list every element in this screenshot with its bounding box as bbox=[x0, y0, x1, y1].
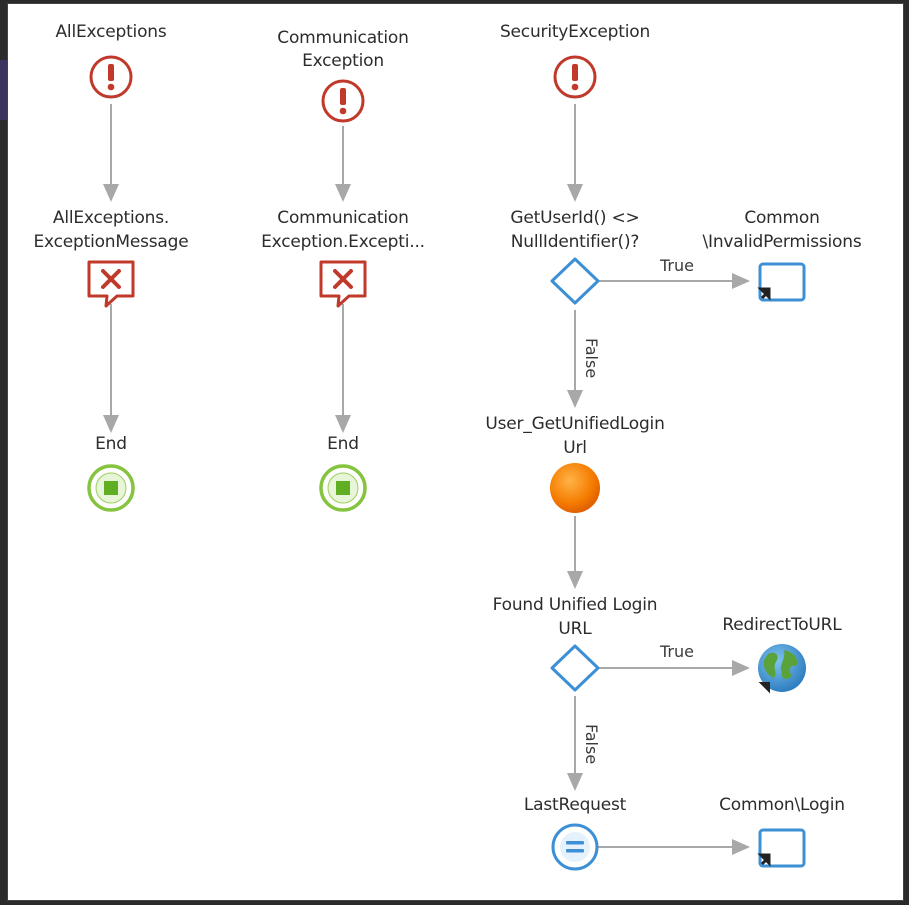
end-label: End bbox=[327, 434, 359, 454]
edge-label-true: True bbox=[660, 256, 694, 275]
raise-message-icon[interactable] bbox=[319, 260, 367, 308]
handler-label-line1: AllExceptions. bbox=[52, 208, 170, 228]
flow-connectors bbox=[87, 55, 806, 871]
start-label-line1: Communication bbox=[277, 28, 409, 48]
action-label-line1: User_GetUnifiedLogin bbox=[485, 414, 665, 434]
if-label-line2: NullIdentifier()? bbox=[510, 232, 640, 252]
exception-icon[interactable] bbox=[321, 79, 365, 123]
edge-label-false: False bbox=[582, 338, 601, 379]
handler-label-line1: Communication bbox=[277, 208, 409, 228]
destination-label: Common\Login bbox=[719, 795, 845, 815]
handler-label-line2: Exception.Excepti... bbox=[261, 232, 425, 252]
end-node-icon[interactable] bbox=[87, 464, 135, 512]
end-node-icon[interactable] bbox=[319, 464, 367, 512]
edge-label-false: False bbox=[582, 724, 601, 765]
if-diamond-icon[interactable] bbox=[550, 257, 600, 305]
window-edge bbox=[0, 60, 8, 120]
action-label-line2: Url bbox=[563, 438, 587, 458]
start-label: SecurityException bbox=[499, 22, 651, 42]
destination-label-line2: \InvalidPermissions bbox=[702, 232, 862, 252]
screen-destination-icon[interactable] bbox=[757, 262, 806, 302]
destination-label-line1: Common bbox=[744, 208, 820, 228]
handler-label-line2: ExceptionMessage bbox=[33, 232, 189, 252]
raise-message-icon[interactable] bbox=[87, 260, 135, 308]
globe-icon[interactable] bbox=[758, 644, 806, 694]
if-label-line2: URL bbox=[558, 619, 592, 639]
if-diamond-icon[interactable] bbox=[550, 644, 600, 692]
end-label: End bbox=[95, 434, 127, 454]
start-label: AllExceptions bbox=[55, 22, 167, 42]
if-label-line1: Found Unified Login bbox=[492, 595, 658, 615]
exception-icon[interactable] bbox=[553, 55, 597, 99]
if-label-line1: GetUserId() <> bbox=[510, 208, 640, 228]
external-label: RedirectToURL bbox=[722, 615, 842, 635]
assign-label: LastRequest bbox=[523, 795, 627, 815]
server-action-icon[interactable] bbox=[550, 463, 600, 513]
start-label-line2: Exception bbox=[302, 51, 384, 71]
flow-canvas: AllExceptions AllExceptions. ExceptionMe… bbox=[8, 4, 903, 900]
edge-label-true: True bbox=[660, 642, 694, 661]
exception-icon[interactable] bbox=[89, 55, 133, 99]
assign-icon[interactable] bbox=[551, 823, 599, 871]
screen-destination-icon[interactable] bbox=[757, 828, 806, 868]
